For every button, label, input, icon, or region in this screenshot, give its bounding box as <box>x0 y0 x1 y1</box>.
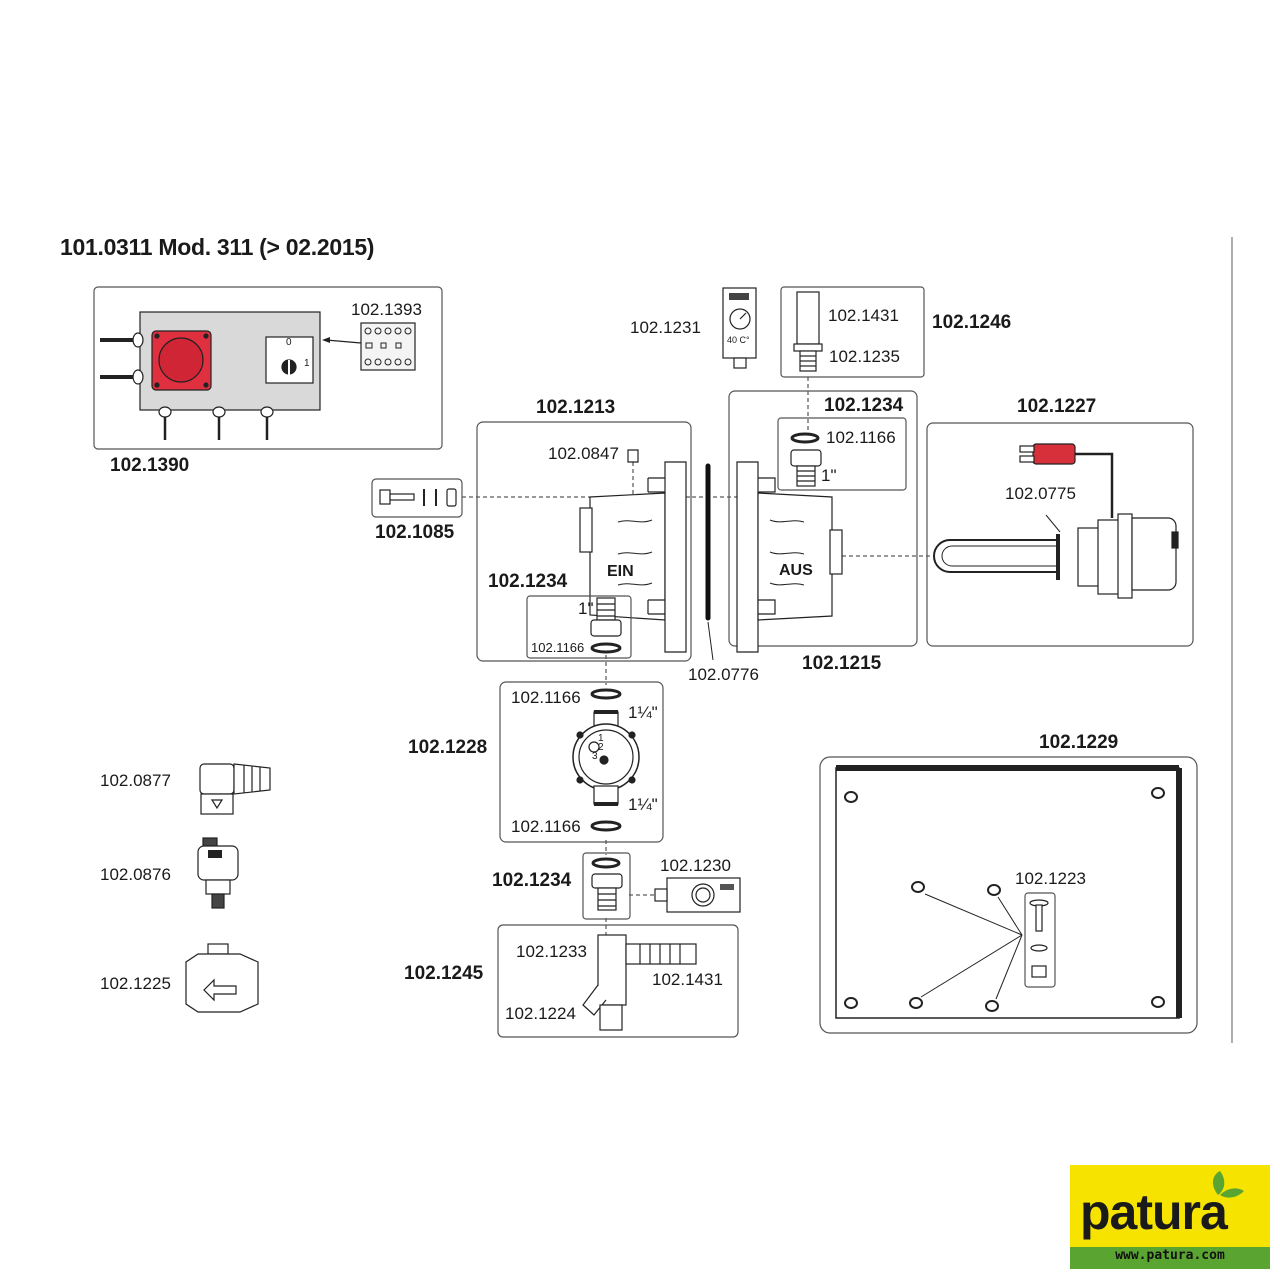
sensor-sleeve-tube <box>796 291 820 345</box>
lower-fitting-frame <box>582 852 631 920</box>
cable-gland <box>132 332 144 348</box>
control-box-group <box>93 286 443 450</box>
part-label-1228: 102.1228 <box>408 737 488 758</box>
part-label-1245: 102.1245 <box>404 963 484 984</box>
marking-thread-114-top: 1¼" <box>628 703 658 722</box>
tank-half-aus-flange <box>736 461 759 653</box>
sensor-sleeve-frame <box>780 286 925 378</box>
screw-leader-lines <box>920 893 1023 1000</box>
marking-aus: AUS <box>779 562 813 579</box>
marking-ein: EIN <box>607 563 634 580</box>
part-label-0776: 102.0776 <box>688 665 759 684</box>
part-label-0876: 102.0876 <box>100 865 171 884</box>
cable-gland <box>132 369 144 385</box>
logo-url-text: www.patura.com <box>1115 1248 1225 1263</box>
part-label-1166-pump-bottom: 102.1166 <box>511 817 581 836</box>
tee-fitting-group <box>497 924 739 1038</box>
marking-pump-3: 3 <box>592 751 598 762</box>
relay-terminals <box>364 327 412 366</box>
part-label-1235: 102.1235 <box>829 347 900 366</box>
heater-plug <box>1032 443 1076 465</box>
marking-thread-114-bottom: 1¼" <box>628 795 658 814</box>
part-label-0847: 102.0847 <box>548 444 619 463</box>
heater-group <box>926 422 1194 647</box>
thermometer-group <box>654 877 741 913</box>
relay-module <box>360 322 416 371</box>
part-label-1166-top: 102.1166 <box>826 428 896 447</box>
part-label-1227: 102.1227 <box>1017 396 1097 417</box>
tank-half-ein-flange <box>664 461 687 653</box>
marking-thread-1in-left: 1" <box>578 599 594 618</box>
patura-logo: patura www.patura.com <box>1070 1165 1270 1269</box>
check-valve-1225 <box>185 943 259 1013</box>
part-label-1390: 102.1390 <box>110 455 190 476</box>
tank-half-aus-body <box>757 492 833 621</box>
marking-pump-1: 1 <box>598 733 604 744</box>
tank-half-ein-frame <box>476 421 692 662</box>
marking-thread-1in-top: 1" <box>821 466 837 485</box>
part-label-1166-pump-top: 102.1166 <box>511 688 581 707</box>
tank-half-ein-group <box>476 421 692 662</box>
logo-background <box>1070 1165 1270 1269</box>
marking-switch-1: 1 <box>304 358 310 369</box>
pump-group <box>499 681 664 843</box>
air-vent-0876 <box>197 837 239 909</box>
sensor-sleeve-group <box>780 286 925 378</box>
part-label-1234-left: 102.1234 <box>488 571 568 592</box>
mounting-plate-frame <box>819 756 1198 1034</box>
screw-kit-frame <box>1024 892 1056 988</box>
mounting-plate-group <box>819 756 1198 1034</box>
part-label-1166-left: 102.1166 <box>531 640 585 655</box>
leaf-icon <box>1212 1171 1225 1195</box>
part-label-1246: 102.1246 <box>932 312 1012 333</box>
diagram-title: 101.0311 Mod. 311 (> 02.2015) <box>60 234 375 260</box>
leaf-icon <box>1220 1188 1244 1198</box>
plate-holes <box>844 787 1165 1012</box>
marking-thermostat-temp: 40 C° <box>727 335 750 345</box>
tee-fitting-frame <box>497 924 739 1038</box>
control-box-frame <box>93 286 443 450</box>
part-label-1085: 102.1085 <box>375 522 455 543</box>
part-label-1231: 102.1231 <box>630 318 701 337</box>
part-label-1233: 102.1233 <box>516 942 587 961</box>
red-socket-cover <box>158 337 204 383</box>
part-label-1230: 102.1230 <box>660 856 731 875</box>
part-label-1393: 102.1393 <box>351 300 422 319</box>
part-label-0775: 102.0775 <box>1005 484 1076 503</box>
part-label-1431-top: 102.1431 <box>828 306 899 325</box>
part-label-1215: 102.1215 <box>802 653 882 674</box>
logo-brand-text: patura <box>1080 1184 1228 1240</box>
mounting-plate <box>835 767 1180 1019</box>
part-label-1234-top: 102.1234 <box>824 395 904 416</box>
thermostat-group <box>722 287 757 369</box>
part-label-1223: 102.1223 <box>1015 869 1086 888</box>
inlet-fitting-frame <box>526 595 632 659</box>
lower-fitting-group <box>582 852 631 920</box>
tank-half-aus-frame <box>728 390 918 647</box>
part-label-1225: 102.1225 <box>100 974 171 993</box>
part-label-0877: 102.0877 <box>100 771 171 790</box>
leader-line <box>325 339 362 344</box>
part-label-1213: 102.1213 <box>536 397 616 418</box>
pump-frame <box>499 681 664 843</box>
marking-switch-0: 0 <box>286 337 292 348</box>
part-label-1431-bottom: 102.1431 <box>652 970 723 989</box>
heater-frame <box>926 422 1194 647</box>
part-label-1224: 102.1224 <box>505 1004 576 1023</box>
tank-half-aus-group <box>728 390 918 653</box>
outlet-fitting-frame <box>777 417 907 491</box>
part-label-1229: 102.1229 <box>1039 732 1119 753</box>
pressure-reducer-0877 <box>199 763 271 815</box>
part-label-1234-bottom: 102.1234 <box>492 870 572 891</box>
marking-pump-2: 2 <box>598 742 604 753</box>
bottom-cable-glands <box>158 406 274 440</box>
heater-head <box>1131 517 1177 591</box>
screw-set-group <box>371 478 463 518</box>
screw-set-frame <box>371 478 463 518</box>
